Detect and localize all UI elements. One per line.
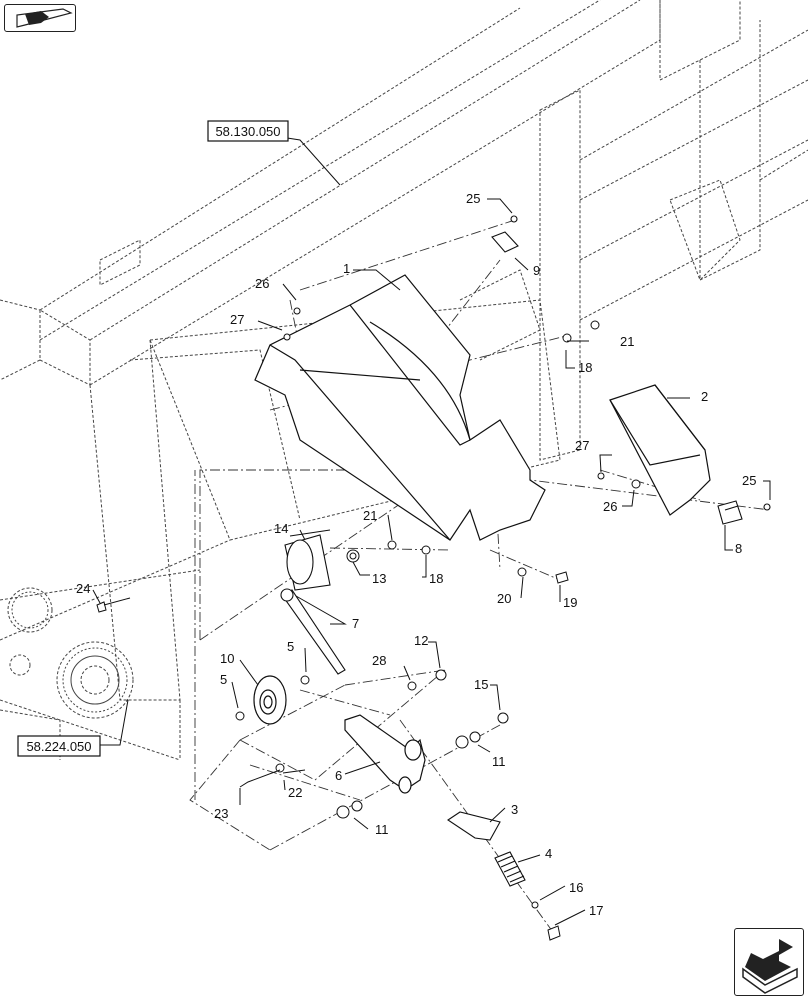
part-8-hinge (717, 500, 771, 525)
reference-58-224-050[interactable]: 58.224.050 (17, 735, 101, 757)
callout-21-lower: 21 (363, 508, 377, 523)
next-page-button[interactable] (734, 928, 804, 996)
callout-18-upper: 18 (578, 360, 592, 375)
previous-page-button[interactable] (4, 4, 76, 32)
callout-1: 1 (343, 261, 350, 276)
callout-27-lower: 27 (575, 438, 589, 453)
callout-26-upper: 26 (255, 276, 269, 291)
callout-20: 20 (497, 591, 511, 606)
part-9-bracket (491, 215, 519, 253)
sprocket-teeth (11, 591, 128, 713)
part-14-housing (284, 529, 331, 591)
callout-2: 2 (701, 389, 708, 404)
callout-26-lower: 26 (603, 499, 617, 514)
callout-25-upper: 25 (466, 191, 480, 206)
next-page-icon (742, 939, 798, 994)
part-2-cover (609, 384, 711, 516)
callout-15: 15 (474, 677, 488, 692)
callout-4: 4 (545, 846, 552, 861)
previous-page-icon (16, 8, 73, 28)
part-7-rod (280, 588, 346, 675)
callout-22: 22 (288, 785, 302, 800)
part-10-pulley (253, 675, 287, 725)
assembly-centerlines (189, 219, 771, 936)
callout-6: 6 (335, 768, 342, 783)
callout-24: 24 (76, 581, 90, 596)
callout-18-lower: 18 (429, 571, 443, 586)
callout-13: 13 (372, 571, 386, 586)
callout-23: 23 (214, 806, 228, 821)
callout-numbers: 1 2 3 4 5 5 6 7 8 9 10 11 11 12 13 14 15… (76, 191, 756, 918)
hardware-fasteners (96, 307, 641, 941)
part-3-plate (447, 811, 501, 841)
callout-11-right: 11 (492, 754, 506, 769)
callout-10: 10 (220, 651, 234, 666)
callout-3: 3 (511, 802, 518, 817)
part-6-arm (344, 714, 426, 794)
callout-5-lower: 5 (220, 672, 227, 687)
callout-7: 7 (352, 616, 359, 631)
reference-bottom-label: 58.224.050 (26, 739, 91, 754)
callout-16: 16 (569, 880, 583, 895)
reference-top-label: 58.130.050 (215, 124, 280, 139)
callout-27-upper: 27 (230, 312, 244, 327)
callout-28: 28 (372, 653, 386, 668)
callout-5-upper: 5 (287, 639, 294, 654)
callout-21-upper: 21 (620, 334, 634, 349)
callout-11-left: 11 (375, 822, 389, 837)
callout-9: 9 (533, 263, 540, 278)
reference-58-130-050[interactable]: 58.130.050 (207, 120, 289, 142)
callout-8: 8 (735, 541, 742, 556)
callout-14: 14 (274, 521, 288, 536)
callout-17: 17 (589, 903, 603, 918)
callout-25-lower: 25 (742, 473, 756, 488)
part-1-shield (254, 274, 546, 541)
callout-12: 12 (414, 633, 428, 648)
callout-19: 19 (563, 595, 577, 610)
part-4-spring (494, 851, 526, 887)
